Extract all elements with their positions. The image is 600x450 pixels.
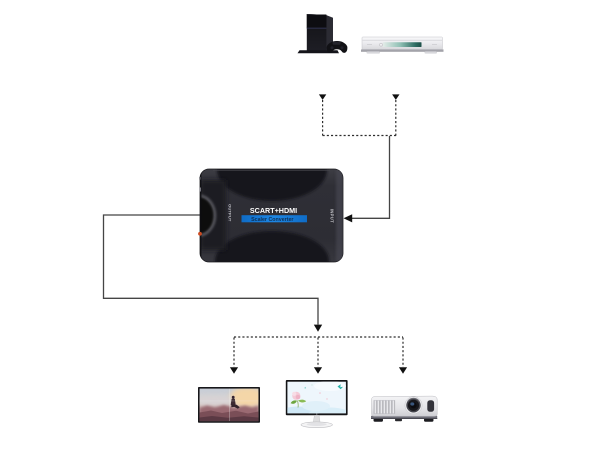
svg-text:INPUT: INPUT <box>330 209 335 223</box>
svg-text:SCART+HDMI: SCART+HDMI <box>250 206 297 215</box>
svg-text:Scaler Converter: Scaler Converter <box>251 217 293 223</box>
svg-text:OUTPUT: OUTPUT <box>228 204 233 222</box>
